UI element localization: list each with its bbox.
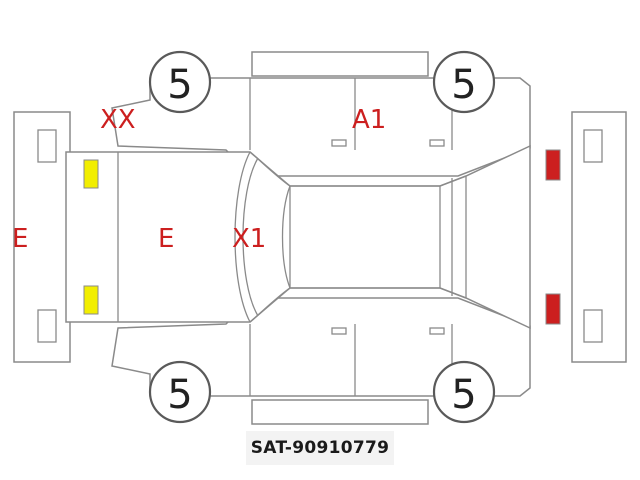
front-left-light (83, 159, 99, 189)
mark-a1: A1 (352, 105, 386, 135)
front-bumper (13, 111, 71, 363)
rear-left-light (545, 149, 561, 181)
stock-code-box: SAT-90910779 (246, 431, 394, 465)
stock-code-label: SAT-90910779 (250, 438, 390, 458)
rear-right-light (545, 293, 561, 325)
car-body-top-view (65, 144, 531, 330)
tire-front-left-value: 5 (167, 62, 192, 108)
mark-e-hood: E (158, 224, 174, 254)
tire-rear-right-value: 5 (451, 372, 476, 418)
tire-rear-left: 5 (432, 50, 496, 114)
mark-e-rear-bumper: E (12, 224, 28, 254)
front-right-light (83, 285, 99, 315)
mark-xx: XX (100, 105, 136, 135)
tire-rear-right: 5 (432, 360, 496, 424)
tire-rear-left-value: 5 (451, 62, 476, 108)
mark-x1: X1 (232, 224, 266, 254)
tire-front-left: 5 (148, 50, 212, 114)
tire-front-right-value: 5 (167, 372, 192, 418)
tire-front-right: 5 (148, 360, 212, 424)
rear-bumper (571, 111, 627, 363)
